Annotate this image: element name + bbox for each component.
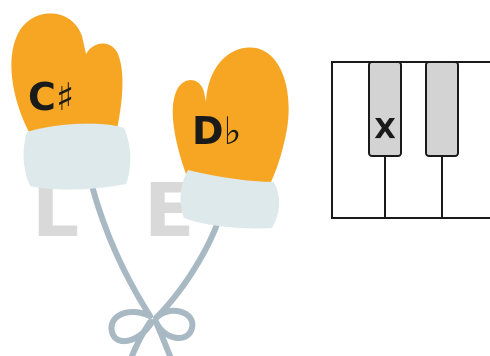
right-mitten-body xyxy=(172,47,289,184)
black-key xyxy=(425,61,459,157)
left-mitten-cuff xyxy=(23,123,131,190)
right-mitten-cuff xyxy=(180,170,280,229)
left-mitten: C♯ xyxy=(11,13,131,190)
marked-key-label: X xyxy=(374,112,396,145)
piano-keyboard xyxy=(331,61,490,219)
left-mitten-note-label: C♯ xyxy=(28,75,74,119)
black-key-marked xyxy=(368,61,402,157)
right-mitten-note-label: D♭ xyxy=(192,109,241,153)
piano-white-keys-outline xyxy=(331,61,490,219)
mitten-string xyxy=(89,183,221,356)
left-mitten-body xyxy=(11,13,123,135)
right-mitten: D♭ xyxy=(172,47,289,229)
